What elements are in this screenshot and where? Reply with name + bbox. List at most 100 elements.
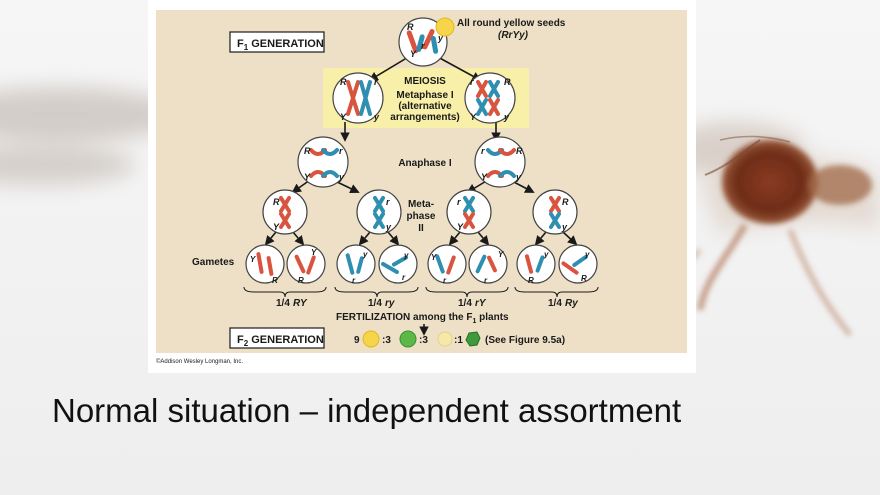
svg-text:y: y bbox=[561, 222, 568, 232]
svg-text:R: R bbox=[304, 146, 311, 156]
svg-text:r: r bbox=[443, 276, 447, 285]
round-green-seed-icon bbox=[399, 330, 417, 348]
svg-text:1/4: 1/4 bbox=[368, 298, 382, 309]
parent-description: All round yellow seeds bbox=[457, 18, 566, 29]
svg-text:R: R bbox=[516, 146, 523, 156]
svg-text::1: :1 bbox=[454, 335, 463, 346]
metaphase2-cell-3: r Y bbox=[446, 189, 492, 235]
metaphase2-label: Meta- bbox=[408, 199, 434, 210]
svg-text:RY: RY bbox=[293, 298, 308, 309]
svg-text:R: R bbox=[504, 77, 511, 87]
svg-text:y: y bbox=[515, 172, 522, 182]
svg-text:Y: Y bbox=[273, 222, 280, 232]
svg-text:Y: Y bbox=[250, 255, 256, 264]
f2-ratio: 9 :3 :3 :1 (See Figure 9.5a) bbox=[354, 330, 565, 348]
svg-text:R: R bbox=[407, 22, 414, 32]
metaphase2-label-3: II bbox=[418, 223, 424, 234]
svg-text:F2 GENERATION: F2 GENERATION bbox=[237, 334, 324, 348]
gamete-cell: Y r bbox=[427, 244, 467, 285]
svg-text:r: r bbox=[402, 273, 406, 282]
parent-cell: R r Y y bbox=[398, 17, 448, 67]
f2-generation-label: F2 GENERATION bbox=[229, 327, 325, 349]
svg-text:r: r bbox=[481, 146, 485, 156]
svg-text:Y: Y bbox=[311, 248, 317, 257]
svg-text:(See Figure 9.5a): (See Figure 9.5a) bbox=[485, 335, 565, 346]
svg-text:Y: Y bbox=[340, 112, 347, 122]
wrinkled-yellow-seed-icon bbox=[437, 331, 453, 347]
metaphase1-cell-right: r R Y y bbox=[464, 72, 516, 124]
fly-photo bbox=[637, 122, 880, 337]
svg-text:Y: Y bbox=[470, 112, 477, 122]
metaphase1-label: Metaphase I bbox=[396, 90, 453, 101]
gamete-cell: y r bbox=[336, 244, 376, 285]
svg-text:1/4: 1/4 bbox=[276, 298, 290, 309]
svg-text:y: y bbox=[403, 251, 409, 260]
parent-genotype: (RrYy) bbox=[498, 30, 529, 41]
svg-text:Y: Y bbox=[410, 49, 417, 59]
svg-text:R: R bbox=[340, 77, 347, 87]
svg-text:r: r bbox=[457, 197, 461, 207]
svg-text:r: r bbox=[421, 41, 425, 51]
gamete-cell: r Y bbox=[468, 244, 508, 285]
svg-text:Y: Y bbox=[304, 172, 311, 182]
wrinkled-green-seed-icon bbox=[465, 331, 481, 347]
svg-text:r: r bbox=[339, 146, 343, 156]
gamete-cell: y r bbox=[378, 244, 418, 284]
gamete-cell: y R bbox=[516, 244, 556, 285]
fertilization-label: FERTILIZATION among the F1 plants bbox=[336, 312, 509, 325]
svg-text:r: r bbox=[484, 276, 488, 285]
svg-text:y: y bbox=[543, 250, 549, 259]
arrows bbox=[264, 55, 578, 336]
metaphase2-cell-1: R Y bbox=[262, 189, 308, 235]
svg-text:Ry: Ry bbox=[565, 298, 578, 309]
meiosis-diagram: F1 GENERATION R r Y y All round ye bbox=[156, 10, 687, 365]
svg-text:1/4: 1/4 bbox=[458, 298, 472, 309]
svg-text:R: R bbox=[562, 197, 569, 207]
yellow-seed-icon bbox=[435, 17, 455, 37]
svg-text:R: R bbox=[272, 276, 278, 285]
svg-text:ry: ry bbox=[385, 298, 395, 309]
diagram-panel bbox=[156, 10, 687, 353]
slide-caption: Normal situation – independent assortmen… bbox=[52, 392, 682, 429]
svg-text:R: R bbox=[298, 276, 304, 285]
svg-text:r: r bbox=[352, 276, 356, 285]
gamete-cell: y R bbox=[558, 244, 598, 284]
svg-text::3: :3 bbox=[419, 335, 428, 346]
anaphase1-label: Anaphase I bbox=[398, 158, 452, 169]
metaphase1-cell-left: R r Y y bbox=[332, 72, 384, 124]
svg-text::3: :3 bbox=[382, 335, 391, 346]
svg-text:y: y bbox=[362, 250, 368, 259]
fraction-Ry: 1/4 Ry bbox=[548, 298, 578, 309]
svg-text:R: R bbox=[528, 276, 534, 285]
anaphase1-cell-left: R r Y y bbox=[297, 136, 349, 188]
metaphase1-label-2: (alternative bbox=[398, 101, 452, 112]
fraction-ry: 1/4 ry bbox=[368, 298, 395, 309]
metaphase2-cell-2: r y bbox=[356, 189, 402, 235]
gamete-cell: Y R bbox=[245, 244, 285, 285]
svg-text:1/4: 1/4 bbox=[548, 298, 562, 309]
svg-text:y: y bbox=[437, 33, 444, 43]
anaphase1-cell-right: r R Y y bbox=[474, 136, 526, 188]
svg-text:y: y bbox=[584, 250, 590, 259]
svg-text:y: y bbox=[338, 172, 345, 182]
svg-text:y: y bbox=[503, 112, 510, 122]
meiosis-label: MEIOSIS bbox=[404, 76, 446, 87]
round-yellow-seed-icon bbox=[362, 330, 380, 348]
fraction-rY: 1/4 rY bbox=[458, 298, 487, 309]
metaphase1-label-3: arrangements) bbox=[390, 112, 459, 123]
svg-text:rY: rY bbox=[475, 298, 487, 309]
svg-text:F1 GENERATION: F1 GENERATION bbox=[237, 38, 324, 52]
svg-text:r: r bbox=[374, 77, 378, 87]
gametes-label: Gametes bbox=[192, 257, 235, 268]
svg-text:Y: Y bbox=[457, 222, 464, 232]
f1-generation-label: F1 GENERATION bbox=[229, 31, 325, 53]
gamete-cell: Y R bbox=[286, 244, 326, 285]
svg-text:R: R bbox=[273, 197, 280, 207]
blurred-wing-left-2 bbox=[0, 145, 135, 185]
svg-text:y: y bbox=[373, 112, 380, 122]
svg-text:Y: Y bbox=[481, 172, 488, 182]
svg-text:Y: Y bbox=[498, 250, 504, 259]
copyright-text: ©Addison Wesley Longman, Inc. bbox=[156, 358, 243, 365]
metaphase2-label-2: phase bbox=[407, 211, 436, 222]
metaphase2-cell-4: R y bbox=[532, 189, 578, 235]
